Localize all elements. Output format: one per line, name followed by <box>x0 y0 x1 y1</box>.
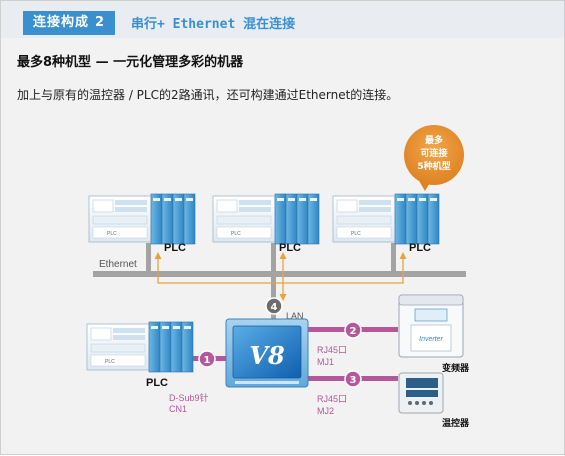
plc-label-2: PLC <box>279 242 301 254</box>
lan-communication-path <box>157 257 404 297</box>
page-heading: 最多8种机型 — 一元化管理多彩的机器 <box>17 55 244 70</box>
ethernet-drop-3 <box>391 243 396 273</box>
plc-label-3: PLC <box>409 242 431 254</box>
connection-3-channel: MJ2 <box>317 406 334 416</box>
max-devices-callout: 最多 可连接 5种机型 <box>404 125 464 191</box>
plc-label-1: PLC <box>164 242 186 254</box>
callout-line-3: 5种机型 <box>417 160 450 172</box>
inverter-panel-text: Inverter <box>419 336 443 343</box>
inverter-device: Inverter <box>398 294 464 358</box>
connection-3-number: 3 <box>350 375 357 386</box>
hmi-model-label: V8 <box>249 341 285 370</box>
badge-arrow-icon <box>105 11 114 35</box>
connection-1-port: D-Sub9针 <box>169 392 209 403</box>
plc-ethernet-2 <box>212 193 320 245</box>
plc-serial-label: PLC <box>146 377 168 389</box>
connection-2-port: RJ45口 <box>317 345 347 355</box>
connection-1-badge <box>198 350 216 368</box>
callout-line-2: 可连接 <box>420 147 447 159</box>
callout-line-1: 最多 <box>425 134 443 146</box>
badge-number: 2 <box>95 15 106 30</box>
section-badge: 连接构成 2 <box>23 11 116 35</box>
badge-label: 连接构成 <box>33 15 90 30</box>
ethernet-drop-2 <box>271 243 276 273</box>
ethernet-bus <box>93 271 466 277</box>
connection-3-badge <box>344 370 362 388</box>
connection-4-number: 4 <box>271 302 278 313</box>
connection-1-number: 1 <box>204 355 211 366</box>
ethernet-drop-1 <box>146 243 151 273</box>
temperature-controller-device <box>398 372 444 414</box>
ethernet-label: Ethernet <box>99 259 137 270</box>
lan-arrowheads <box>154 252 407 301</box>
connection-2-badge <box>344 321 362 339</box>
section-title: 串行+ Ethernet 混在连接 <box>131 17 296 32</box>
description-text: 加上与原有的温控器 / PLC的2路通讯，还可构建通过Ethernet的连接。 <box>17 88 399 102</box>
lan-label: LAN <box>286 311 304 321</box>
temp-controller-label: 温控器 <box>442 417 470 429</box>
plc-ethernet-3 <box>332 193 440 245</box>
plc-serial <box>86 321 194 373</box>
connection-1-channel: CN1 <box>169 404 187 414</box>
connection-2-channel: MJ1 <box>317 357 334 367</box>
v8-hmi-panel: V8 <box>225 318 309 388</box>
connection-3-port: RJ45口 <box>317 394 347 404</box>
connection-4-badge <box>265 297 283 315</box>
connection-2-number: 2 <box>350 326 357 337</box>
inverter-label: 变频器 <box>442 362 470 374</box>
plc-ethernet-1 <box>88 193 196 245</box>
